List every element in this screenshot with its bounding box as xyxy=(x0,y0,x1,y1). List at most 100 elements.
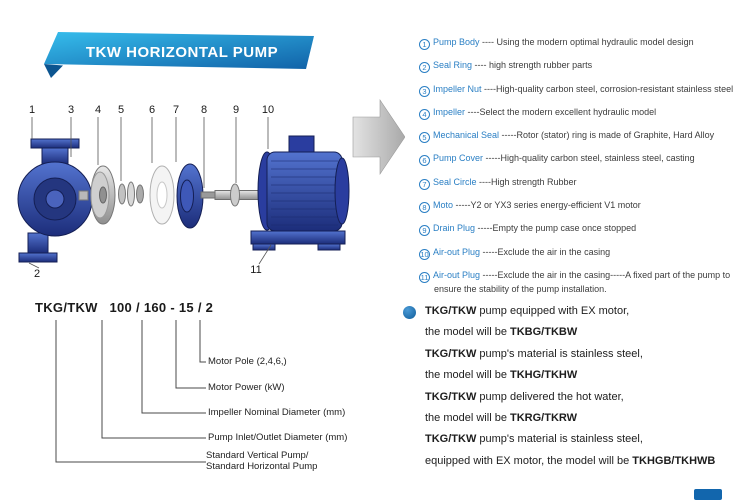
notes-lines: TKG/TKW pump equipped with EX motor, the … xyxy=(425,305,755,476)
part-description: ----High strength Rubber xyxy=(479,176,577,187)
part-number-label: 11 xyxy=(250,264,261,276)
leader-lines xyxy=(28,117,272,269)
note-text: pump's material is stainless steel, xyxy=(476,433,643,446)
part-description: -----Empty the pump case once stopped xyxy=(477,223,637,234)
part-number-badge: 3 xyxy=(419,85,430,97)
note-text: the model will be xyxy=(425,369,510,382)
part-description: ----High-quality carbon steel, corrosion… xyxy=(484,83,734,94)
callout-inlet-outlet: Pump Inlet/Outlet Diameter (mm) xyxy=(208,432,348,443)
part-name: Drain Plug xyxy=(433,223,478,234)
pump-exploded-diagram: 1 3 4 5 6 7 8 9 10 2 11 xyxy=(17,99,405,280)
note-text: equipped with EX motor, the model will b… xyxy=(425,454,633,467)
brand-mark xyxy=(694,489,722,500)
impeller xyxy=(90,165,116,225)
part-number-badge: 5 xyxy=(419,132,430,144)
part-number-label: 3 xyxy=(68,104,74,116)
model-code-text: TKRG/TKRW xyxy=(510,411,578,424)
part-name: Impeller Nut xyxy=(433,83,485,94)
motor-base xyxy=(250,230,346,245)
note-line: equipped with EX motor, the model will b… xyxy=(425,455,755,467)
part-description: -----Y2 or YX3 series energy-efficient V… xyxy=(455,200,641,211)
part-number-label: 1 xyxy=(29,104,35,116)
part-name: Pump Cover xyxy=(433,153,486,164)
part-description: ----Select the modern excellent hydrauli… xyxy=(467,106,657,117)
title-banner: TKW HORIZONTAL PUMP xyxy=(44,32,314,78)
note-text: the model will be xyxy=(425,411,510,424)
shaft xyxy=(200,183,266,207)
note-line: TKG/TKW pump's material is stainless ste… xyxy=(425,348,755,360)
model-code-text: TKG/TKW xyxy=(425,305,477,317)
part-number-badge: 4 xyxy=(419,108,430,120)
part-description: -----Exclude the air in the casing xyxy=(482,246,611,257)
part-number-badge: 2 xyxy=(419,62,430,74)
note-line: the model will be TKBG/TKBW xyxy=(425,326,755,338)
part-name: Moto xyxy=(433,200,456,211)
note-line: the model will be TKHG/TKHW xyxy=(425,369,755,381)
part-name: Pump Body xyxy=(433,37,483,47)
model-code-text: TKG/TKW xyxy=(425,347,477,360)
part-number-label: 6 xyxy=(149,104,155,116)
note-text: pump equipped with EX motor, xyxy=(476,305,630,317)
part-number-badge: 1 xyxy=(419,39,430,50)
part-number-badge: 8 xyxy=(419,202,430,214)
part-description: -----High-quality carbon steel, stainles… xyxy=(485,153,695,164)
model-code-text: TKG/TKW xyxy=(425,390,477,403)
part-name: Seal Ring xyxy=(433,60,475,71)
note-text: pump delivered the hot water, xyxy=(476,390,624,403)
pump-body xyxy=(17,138,93,263)
part-number-label: 9 xyxy=(233,104,239,116)
note-line: TKG/TKW pump delivered the hot water, xyxy=(425,391,755,403)
bullet-icon xyxy=(403,306,416,319)
note-line: the model will be TKRG/TKRW xyxy=(425,412,755,424)
pump-cover xyxy=(176,163,204,229)
note-text: pump's material is stainless steel, xyxy=(476,347,643,360)
callout-impeller-diameter: Impeller Nominal Diameter (mm) xyxy=(208,407,346,418)
part-name: Mechanical Seal xyxy=(433,130,502,141)
model-code-text: TKBG/TKBW xyxy=(510,326,578,339)
part-number-label: 8 xyxy=(201,104,207,116)
impeller-nut xyxy=(78,190,89,201)
part-number-label: 7 xyxy=(173,104,179,116)
model-legend-lines xyxy=(55,320,206,463)
part-name: Air-out Plug xyxy=(433,246,483,257)
model-code-text: TKHG/TKHW xyxy=(510,369,578,382)
banner-fold xyxy=(44,64,63,78)
model-code-text: TKHGB/TKHWB xyxy=(632,454,716,467)
part-number-badge: 11 xyxy=(419,271,430,283)
part-number-badge: 10 xyxy=(419,248,430,260)
part-name: Seal Circle xyxy=(433,176,480,187)
part-description: ---- high strength rubber parts xyxy=(474,60,593,71)
note-line: TKG/TKW pump equipped with EX motor, xyxy=(425,305,755,317)
callout-pump-type: Standard Vertical Pump/ Standard Horizon… xyxy=(206,450,318,472)
arrow-right-icon xyxy=(352,99,405,175)
part-name: Air-out Plug xyxy=(433,269,483,280)
part-description: -----Rotor (stator) ring is made of Grap… xyxy=(501,130,715,141)
part-name: Impeller xyxy=(433,106,468,117)
part-number-badge: 9 xyxy=(419,225,430,237)
part-number-label: 5 xyxy=(118,104,124,116)
part-number-label: 2 xyxy=(34,268,40,280)
part-description: -----Exclude the air in the casing-----A… xyxy=(434,269,731,294)
note-text: the model will be xyxy=(425,326,510,339)
part-number-label: 10 xyxy=(262,104,274,116)
part-number-label: 4 xyxy=(95,104,101,116)
motor xyxy=(250,135,350,251)
model-code-text: TKG/TKW xyxy=(425,433,477,446)
callout-motor-power: Motor Power (kW) xyxy=(208,382,285,393)
part-numbers: 1 3 4 5 6 7 8 9 10 2 11 xyxy=(29,104,274,280)
part-number-badge: 6 xyxy=(419,155,430,167)
model-code: TKG/TKW 100 / 160 - 15 / 2 xyxy=(35,300,214,315)
part-description: ---- Using the modern optimal hydraulic … xyxy=(482,37,694,47)
